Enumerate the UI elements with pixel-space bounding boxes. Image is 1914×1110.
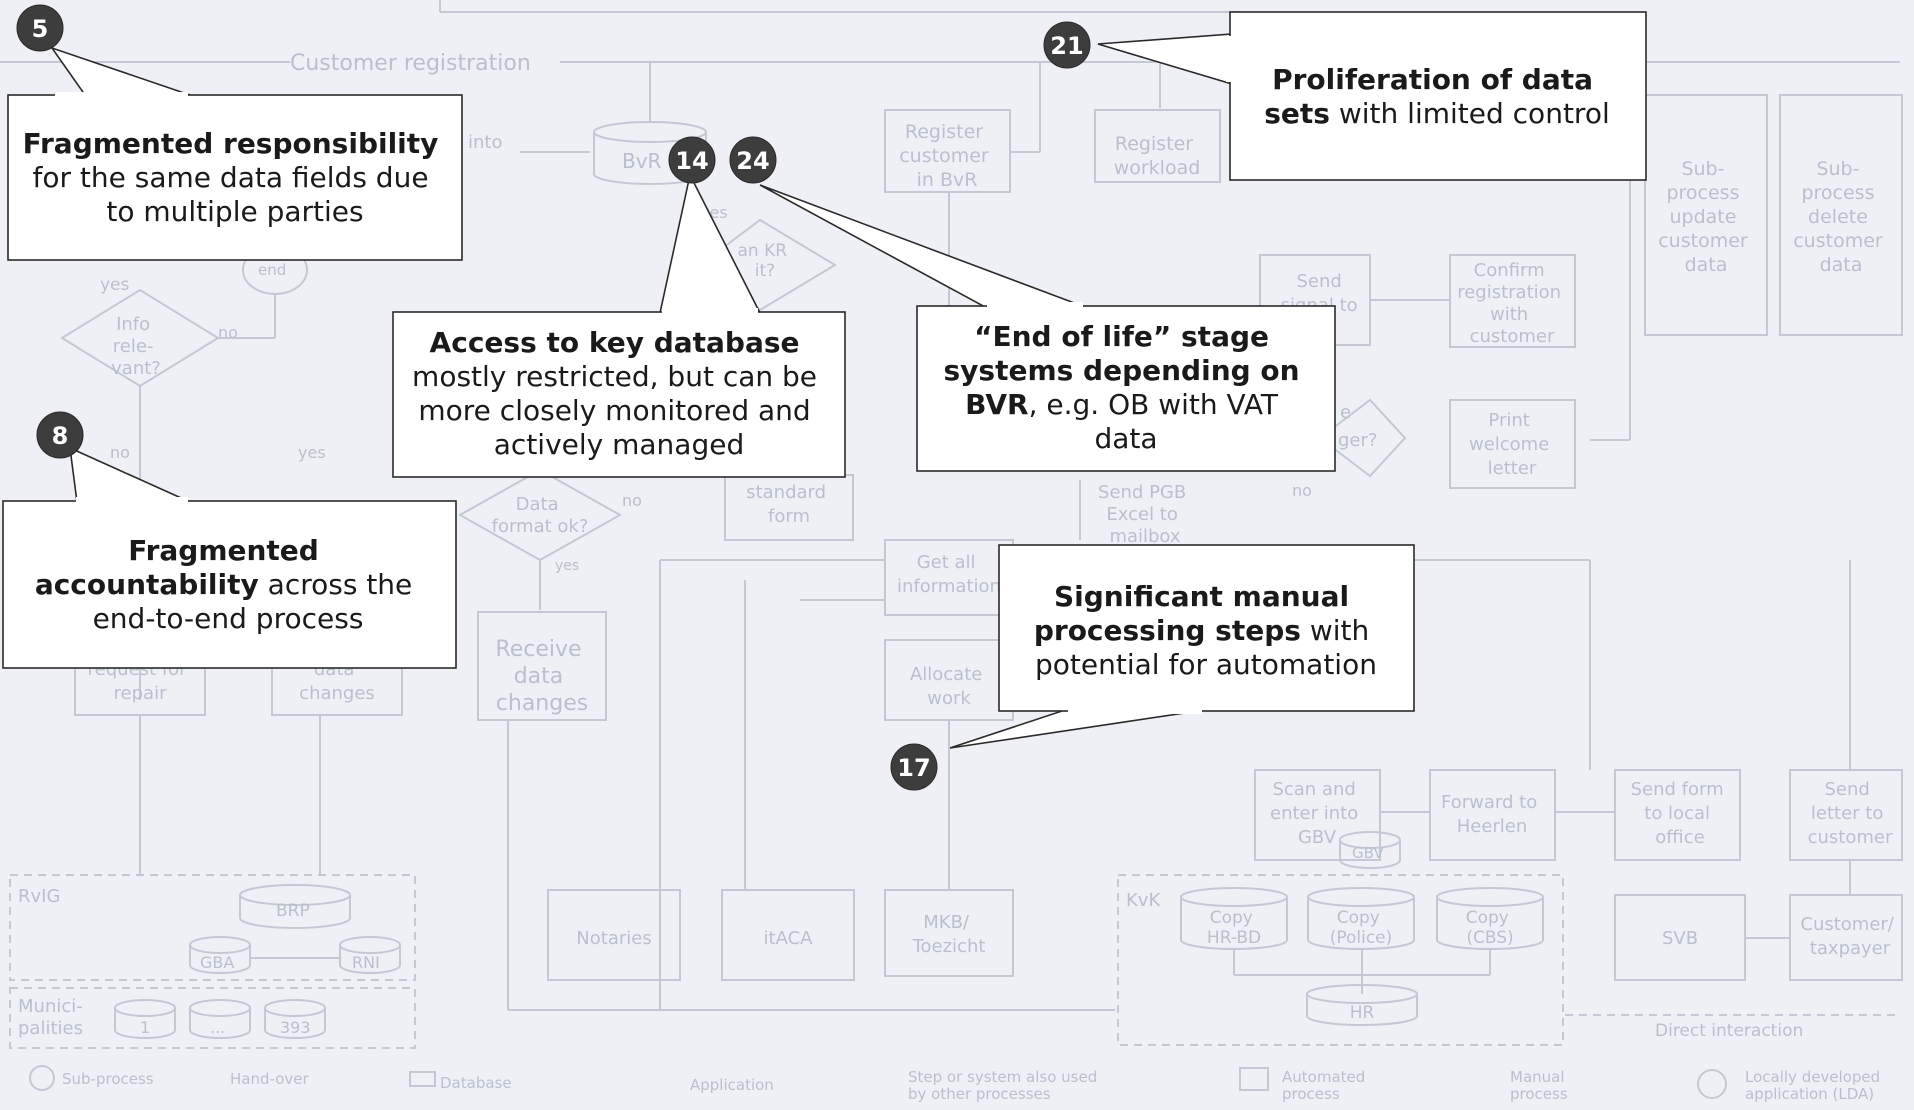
callout-24-text: “End of life” stage systems depending on… (944, 320, 1309, 455)
sub-process-delete-node: Sub- process delete customer data (1793, 158, 1889, 276)
allocate-work-node: Allocate work (910, 664, 988, 709)
callout-14: Access to key database mostly restricted… (392, 136, 846, 478)
svb-node: SVB (1662, 928, 1698, 949)
municipalities-label: Munici- palities (18, 996, 88, 1039)
customer-registration-label: Customer registration (290, 51, 531, 76)
svg-text:no: no (218, 323, 238, 342)
an-kr-node: an KR it? (738, 241, 793, 281)
direct-interaction-label: Direct interaction (1655, 1021, 1803, 1041)
svg-text:GBA: GBA (200, 953, 234, 972)
send-pgb-node: Send PGB Excel to mailbox (1098, 482, 1192, 547)
svg-text:no: no (622, 491, 642, 510)
svg-text:into: into (468, 132, 502, 153)
copy-hrbd-node: Copy HR-BD (1207, 908, 1261, 948)
print-welcome-node: Print welcome letter (1469, 410, 1555, 479)
legend-application: Application (690, 1076, 774, 1094)
send-form-local-node: Send form to local office (1631, 779, 1730, 848)
receive-changes-node: Receive data changes (495, 637, 588, 716)
legend-hand-over: Hand-over (230, 1070, 309, 1088)
callout-14-text: Access to key database mostly restricted… (412, 326, 826, 461)
confirm-registration-node: Confirm registration with customer (1457, 260, 1567, 347)
svg-text:no: no (1292, 481, 1312, 500)
legend-sub-process: Sub-process (62, 1070, 154, 1088)
svg-text:no: no (110, 443, 130, 462)
callout-17-text: Significant manual processing steps with… (1034, 580, 1378, 681)
svg-text:21: 21 (1050, 32, 1083, 60)
legend-shared-step: Step or system also used by other proces… (908, 1068, 1102, 1103)
svg-text:1: 1 (140, 1018, 150, 1037)
svg-text:BvR: BvR (622, 149, 662, 173)
legend-manual: Manual process (1510, 1068, 1569, 1103)
get-all-info-node: Get all information (897, 552, 1001, 597)
scan-enter-node: Scan and enter into GBV (1270, 779, 1364, 848)
svg-text:17: 17 (897, 754, 930, 782)
mkb-node: MKB/ Toezicht (912, 912, 986, 957)
copy-cbs-node: Copy (CBS) (1466, 908, 1515, 948)
badge-5: 5 (16, 4, 64, 52)
info-relevant-node: Info rele- vant? (111, 314, 161, 379)
hr-node: HR (1350, 1003, 1375, 1023)
svg-text:yes: yes (100, 275, 130, 295)
svg-text:24: 24 (736, 147, 769, 175)
svg-text:ger?: ger? (1338, 430, 1377, 451)
svg-text:...: ... (210, 1018, 225, 1037)
notaries-node: Notaries (576, 928, 651, 949)
copy-police-node: Copy (Police) (1330, 908, 1393, 948)
svg-text:8: 8 (52, 422, 69, 450)
svg-text:393: 393 (280, 1018, 311, 1037)
customer-taxpayer-node: Customer/ taxpayer (1800, 914, 1899, 959)
svg-text:end: end (258, 261, 286, 279)
callout-8: Fragmented accountability across the end… (2, 411, 457, 669)
callout-21: Proliferation of data sets with limited … (1043, 11, 1647, 181)
svg-text:14: 14 (675, 147, 708, 175)
callout-21-text: Proliferation of data sets with limited … (1264, 63, 1609, 130)
legend-lda: Locally developed application (LDA) (1745, 1068, 1885, 1103)
callout-17: Significant manual processing steps with… (890, 544, 1415, 791)
callout-5: Fragmented responsibility for the same d… (7, 4, 463, 261)
svg-text:yes: yes (555, 558, 579, 574)
badge-21: 21 (1043, 21, 1091, 69)
register-customer-node: Register customer in BvR (899, 121, 995, 191)
legend: Sub-process Hand-over Database Applicati… (29, 1065, 1885, 1103)
svg-text:BRP: BRP (276, 901, 310, 921)
svg-text:GBV: GBV (1352, 844, 1384, 862)
forward-heerlen-node: Forward to Heerlen (1441, 792, 1543, 837)
itaca-node: itACA (764, 928, 814, 949)
badge-14: 14 (668, 136, 716, 184)
callout-5-text: Fragmented responsibility for the same d… (23, 127, 448, 228)
svg-text:RNI: RNI (352, 953, 380, 972)
badge-8: 8 (36, 411, 84, 459)
register-workload-node: Register workload (1114, 133, 1201, 179)
kvk-label: KvK (1126, 890, 1161, 911)
svg-text:yes: yes (298, 443, 326, 462)
badge-24: 24 (729, 136, 777, 184)
badge-17: 17 (890, 743, 938, 791)
send-letter-node: Send letter to customer (1808, 779, 1893, 848)
legend-automated: Automated process (1282, 1068, 1370, 1103)
legend-database: Database (440, 1074, 512, 1092)
data-format-node: Data format ok? (492, 494, 589, 537)
sub-process-update-node: Sub- process update customer data (1658, 158, 1754, 276)
svg-text:e: e (1340, 402, 1351, 423)
callout-24: “End of life” stage systems depending on… (729, 136, 1336, 472)
svg-text:5: 5 (32, 15, 49, 43)
standard-form-node: standard form (746, 482, 832, 527)
rvig-label: RvIG (18, 886, 60, 907)
callout-8-text: Fragmented accountability across the end… (35, 534, 421, 635)
